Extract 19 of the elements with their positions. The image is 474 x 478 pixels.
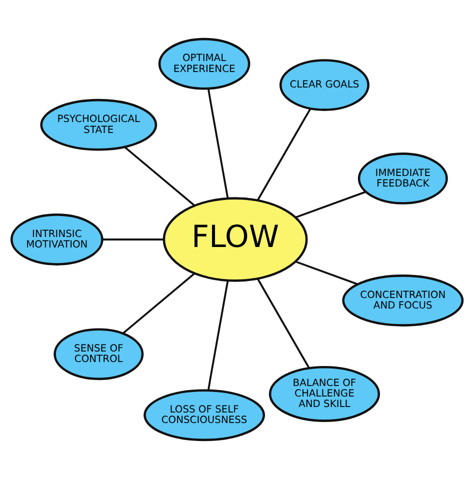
node-ellipse: LOSS OF SELF CONSCIOUSNESS (144, 388, 266, 441)
node-ellipse: OPTIMAL EXPERIENCE (158, 37, 250, 90)
connector (295, 260, 358, 285)
node-ellipse: FLOW (162, 196, 308, 282)
connector (256, 108, 312, 200)
connector (295, 190, 366, 218)
node-ellipse: CONCENTRATION AND FOCUS (342, 274, 464, 326)
node-ellipse: INTRINSIC MOTIVATION (10, 213, 104, 265)
connector (102, 238, 164, 240)
node-ellipse: CLEAR GOALS (279, 58, 370, 110)
node-ellipse: PSYCHOLOGICAL STATE (40, 98, 158, 150)
node-ellipse: SENSE OF CONTROL (54, 328, 144, 380)
connector (256, 278, 310, 368)
node-ellipse: IMMEDIATE FEEDBACK (358, 152, 448, 204)
connector (207, 280, 229, 390)
connector (207, 88, 229, 198)
node-ellipse: BALANCE OF CHALLENGE AND SKILL (268, 365, 380, 422)
connector (122, 272, 196, 334)
connector (124, 146, 196, 206)
